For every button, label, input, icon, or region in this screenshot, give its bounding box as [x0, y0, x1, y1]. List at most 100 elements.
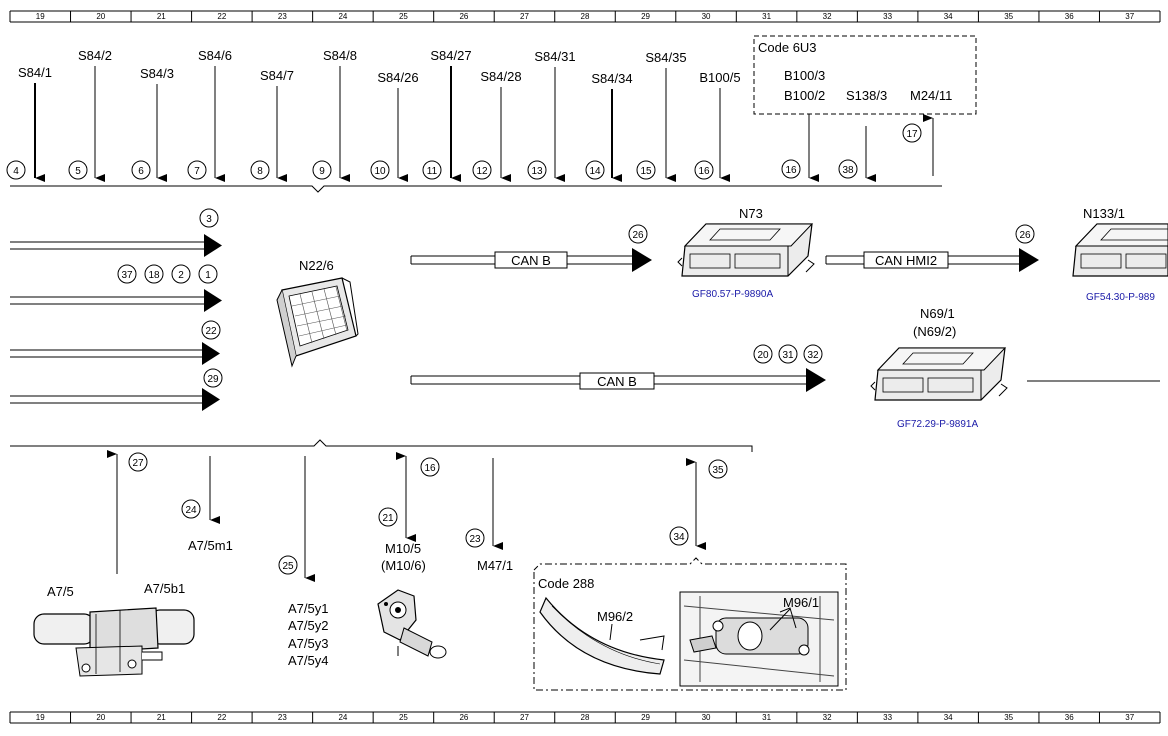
ruler-tick-label: 32	[823, 12, 832, 21]
ruler-tick-label: 26	[459, 713, 468, 722]
n73-module-icon	[677, 223, 815, 277]
switch-circle	[422, 160, 442, 180]
can-hmi2-line: CAN HMI2 26	[825, 224, 1039, 272]
circle-20-text: 20	[757, 350, 769, 361]
control-panel-icon	[276, 277, 359, 368]
circle-24-text: 24	[185, 505, 197, 516]
circle-18	[144, 264, 164, 284]
m96-1-leader	[769, 608, 791, 631]
circle-26-a-text: 26	[632, 230, 644, 241]
switch-circle	[6, 160, 26, 180]
ruler-tick-label: 30	[702, 12, 711, 21]
circle-35-text: 35	[712, 465, 724, 476]
s138-3-label: S138/3	[846, 88, 887, 103]
input-arrow-4	[10, 388, 220, 411]
circle-23	[465, 528, 485, 548]
ruler-tick-label: 23	[278, 713, 287, 722]
b100-3-label: B100/3	[784, 68, 825, 83]
switch-circle-text: 16	[698, 166, 710, 177]
n69-1-label: N69/1	[920, 306, 955, 321]
ruler-tick-label: 35	[1004, 12, 1013, 21]
circle-26-b	[1015, 224, 1035, 244]
n22-6-label: N22/6	[299, 258, 334, 273]
circle-34-text: 34	[673, 532, 685, 543]
ruler-tick-label: 32	[823, 713, 832, 722]
circle-34	[669, 526, 689, 546]
ruler-tick-label: 21	[157, 12, 166, 21]
circle-38	[838, 159, 858, 179]
can-hmi2-label: CAN HMI2	[875, 253, 937, 268]
bottom-components: 27 A7/5 A7/5b1 24 A7/5m1 25 A7/5y1 A7/5y…	[33, 450, 728, 677]
ruler-tick-label: 35	[1004, 713, 1013, 722]
circle-35	[708, 459, 728, 479]
switch-circle	[694, 160, 714, 180]
n69-2-label: (N69/2)	[913, 324, 956, 339]
switch-label-b100-5: B100/5	[699, 70, 740, 85]
ruler-tick-label: 29	[641, 12, 650, 21]
can-b-top-line: CAN B 26	[410, 224, 652, 272]
can-b-bottom-label: CAN B	[597, 374, 637, 389]
circle-2	[171, 264, 191, 284]
n69-1-ref: GF72.29-P-9891A	[897, 419, 978, 430]
circle-21	[378, 507, 398, 527]
circle-17	[902, 123, 922, 143]
switch-circle-text: 10	[374, 166, 386, 177]
circle-31	[778, 344, 798, 364]
switch-circle-text: 15	[640, 166, 652, 177]
ruler-tick-label: 26	[459, 12, 468, 21]
circle-17-text: 17	[906, 129, 918, 140]
m96-1-label: M96/1	[783, 595, 819, 610]
switch-circle	[370, 160, 390, 180]
switch-label-s84-26: S84/26	[377, 70, 418, 85]
circle-16-m10	[420, 457, 440, 477]
circle-16-b100	[781, 159, 801, 179]
switch-label-s84-8: S84/8	[323, 48, 357, 63]
circle-22	[201, 320, 221, 340]
circle-16-m10-text: 16	[424, 463, 436, 474]
n73-label: N73	[739, 206, 763, 221]
hydraulic-unit-icon	[33, 607, 195, 677]
switch-circle	[250, 160, 270, 180]
switch-circle-text: 14	[589, 166, 601, 177]
ruler-tick-label: 27	[520, 713, 529, 722]
ruler-tick-label: 22	[217, 12, 226, 21]
circle-25	[278, 555, 298, 575]
switch-label-s84-28: S84/28	[480, 69, 521, 84]
trim-strip-icon	[539, 596, 665, 675]
circle-37-text: 37	[121, 270, 133, 281]
code-288-title: Code 288	[538, 576, 594, 591]
top-switch-group: S84/14S84/25S84/36S84/67S84/78S84/89S84/…	[6, 48, 942, 193]
n133-1-module-icon	[1072, 223, 1168, 277]
ruler-tick-label: 28	[581, 12, 590, 21]
switch-circle-text: 4	[13, 166, 19, 177]
switch-circle-text: 9	[319, 166, 325, 177]
input-arrow-3	[10, 342, 220, 365]
input-arrow-2	[10, 289, 222, 312]
circle-37	[117, 264, 137, 284]
n22-6-component: N22/6	[276, 258, 359, 368]
switch-circle	[68, 160, 88, 180]
n69-1-module: N69/1 (N69/2) GF72.29-P-9891A	[870, 306, 1160, 430]
can-b-bottom-line: CAN B 20 31 32	[410, 344, 826, 392]
ruler-tick-label: 27	[520, 12, 529, 21]
m10-6-label: (M10/6)	[381, 558, 426, 573]
ruler-tick-label: 21	[157, 713, 166, 722]
ruler-tick-label: 31	[762, 12, 771, 21]
code-6u3-frame	[753, 35, 977, 115]
ruler-tick-label: 24	[338, 713, 347, 722]
circle-32-text: 32	[807, 350, 819, 361]
switch-label-s84-2: S84/2	[78, 48, 112, 63]
switch-circle-text: 5	[75, 166, 81, 177]
a7-5y2-label: A7/5y2	[288, 618, 328, 633]
can-b-top-label: CAN B	[511, 253, 551, 268]
a7-5y4-label: A7/5y4	[288, 653, 328, 668]
ruler-tick-label: 20	[96, 12, 105, 21]
a7-5-label: A7/5	[47, 584, 74, 599]
switch-label-s84-27: S84/27	[430, 48, 471, 63]
switch-label-s84-31: S84/31	[534, 49, 575, 64]
motor-m10-icon	[377, 589, 447, 659]
switch-label-s84-7: S84/7	[260, 68, 294, 83]
